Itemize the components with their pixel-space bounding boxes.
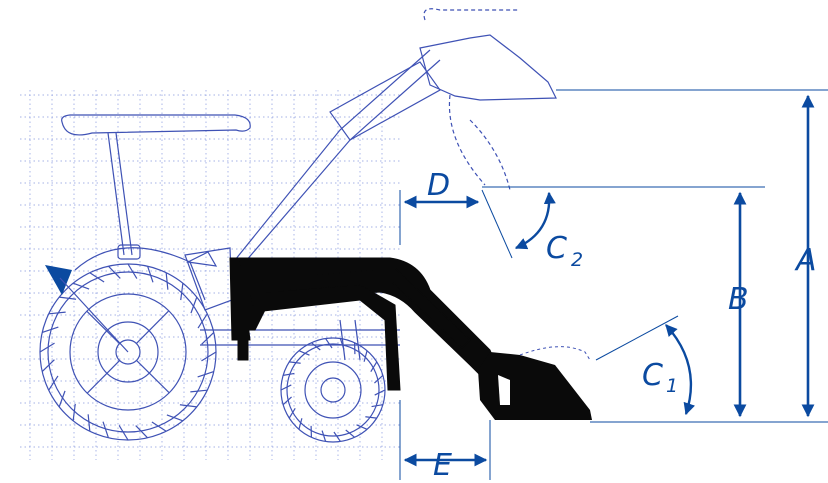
loader-cylinder <box>261 267 471 349</box>
dimension-lines <box>399 89 828 480</box>
dim-C1-arc <box>665 324 696 416</box>
rear-tire <box>39 263 217 441</box>
label-D: D <box>427 168 450 203</box>
steering-wheel <box>186 251 218 267</box>
loader-mount-frame <box>229 257 251 341</box>
seat <box>117 244 141 260</box>
rotation-arrow <box>45 265 72 295</box>
rear-fender <box>74 247 206 301</box>
label-C2-subscript: 2 <box>571 249 583 271</box>
raised-loader-ghost <box>234 8 557 263</box>
loader-bucket <box>478 346 592 420</box>
label-E: E <box>433 448 452 483</box>
lowered-loader-arm <box>229 257 499 391</box>
tractor-outline <box>61 114 400 361</box>
loader-lower-brace <box>249 284 401 391</box>
label-A: A <box>794 243 817 278</box>
label-C2: C <box>546 231 567 266</box>
label-C1: C <box>642 358 663 393</box>
front-tire <box>280 337 386 443</box>
canopy-roof <box>61 114 251 136</box>
dim-C2-arc <box>514 191 556 250</box>
rops-post-front <box>107 132 125 256</box>
rops-post-rear <box>115 132 133 256</box>
label-B: B <box>728 282 749 317</box>
label-C1-subscript: 1 <box>666 375 678 397</box>
engine-hood <box>184 247 233 311</box>
